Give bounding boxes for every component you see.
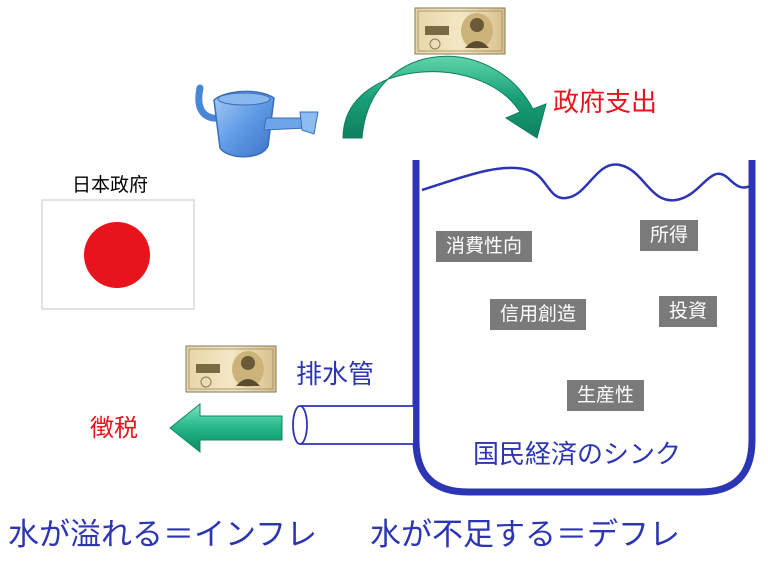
factor-box-credit: 信用創造 — [490, 299, 587, 330]
taxation-arrow — [169, 402, 283, 454]
sink-label: 国民経済のシンク — [473, 440, 682, 470]
pipe-icon — [292, 405, 415, 445]
deflation-caption: 水が不足する＝デフレ — [370, 517, 680, 553]
factor-box-consumption: 消費性向 — [436, 231, 533, 262]
inflation-caption: 水が溢れる＝インフレ — [8, 517, 318, 553]
spending-label: 政府支出 — [553, 88, 658, 118]
factor-box-investment: 投資 — [659, 296, 718, 327]
watering-can-icon — [195, 84, 319, 158]
banknote-icon — [414, 7, 506, 55]
government-label: 日本政府 — [72, 174, 149, 196]
factor-box-income: 所得 — [640, 220, 699, 251]
drain-label: 排水管 — [296, 360, 375, 390]
sink-container — [412, 160, 756, 496]
spending-arrow — [342, 55, 547, 139]
japan-flag-icon — [41, 199, 195, 310]
factor-box-productivity: 生産性 — [567, 380, 645, 411]
banknote-icon — [185, 345, 277, 393]
taxation-label: 徴税 — [90, 414, 138, 442]
